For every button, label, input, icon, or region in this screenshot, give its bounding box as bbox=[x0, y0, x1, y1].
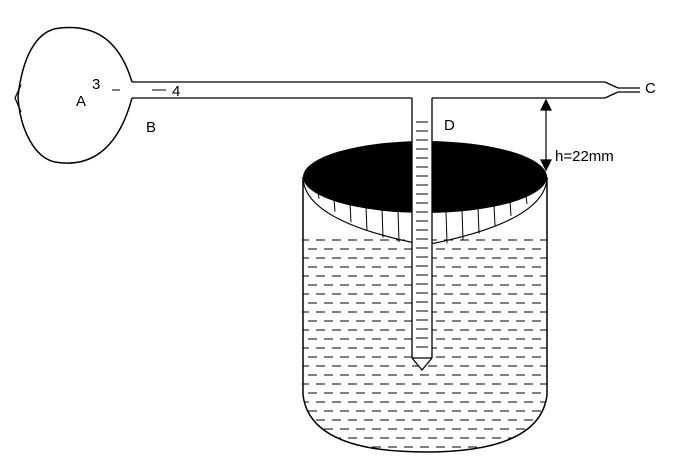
label-c: C bbox=[645, 80, 656, 97]
beaker-body bbox=[302, 177, 548, 453]
liquid-in-beaker bbox=[303, 239, 547, 448]
label-d: D bbox=[444, 117, 455, 134]
label-b: B bbox=[146, 119, 156, 136]
label-3: 3 bbox=[92, 76, 100, 93]
label-4: 4 bbox=[172, 83, 180, 100]
vertical-tube-outline bbox=[411, 98, 433, 372]
label-a: A bbox=[76, 93, 86, 110]
liquid-in-tube bbox=[416, 121, 428, 348]
height-arrow bbox=[540, 98, 552, 172]
bulb-a bbox=[17, 26, 133, 164]
horizontal-tube bbox=[132, 81, 640, 99]
bulb-left-tip bbox=[14, 84, 22, 113]
label-height: h=22mm bbox=[555, 148, 614, 165]
